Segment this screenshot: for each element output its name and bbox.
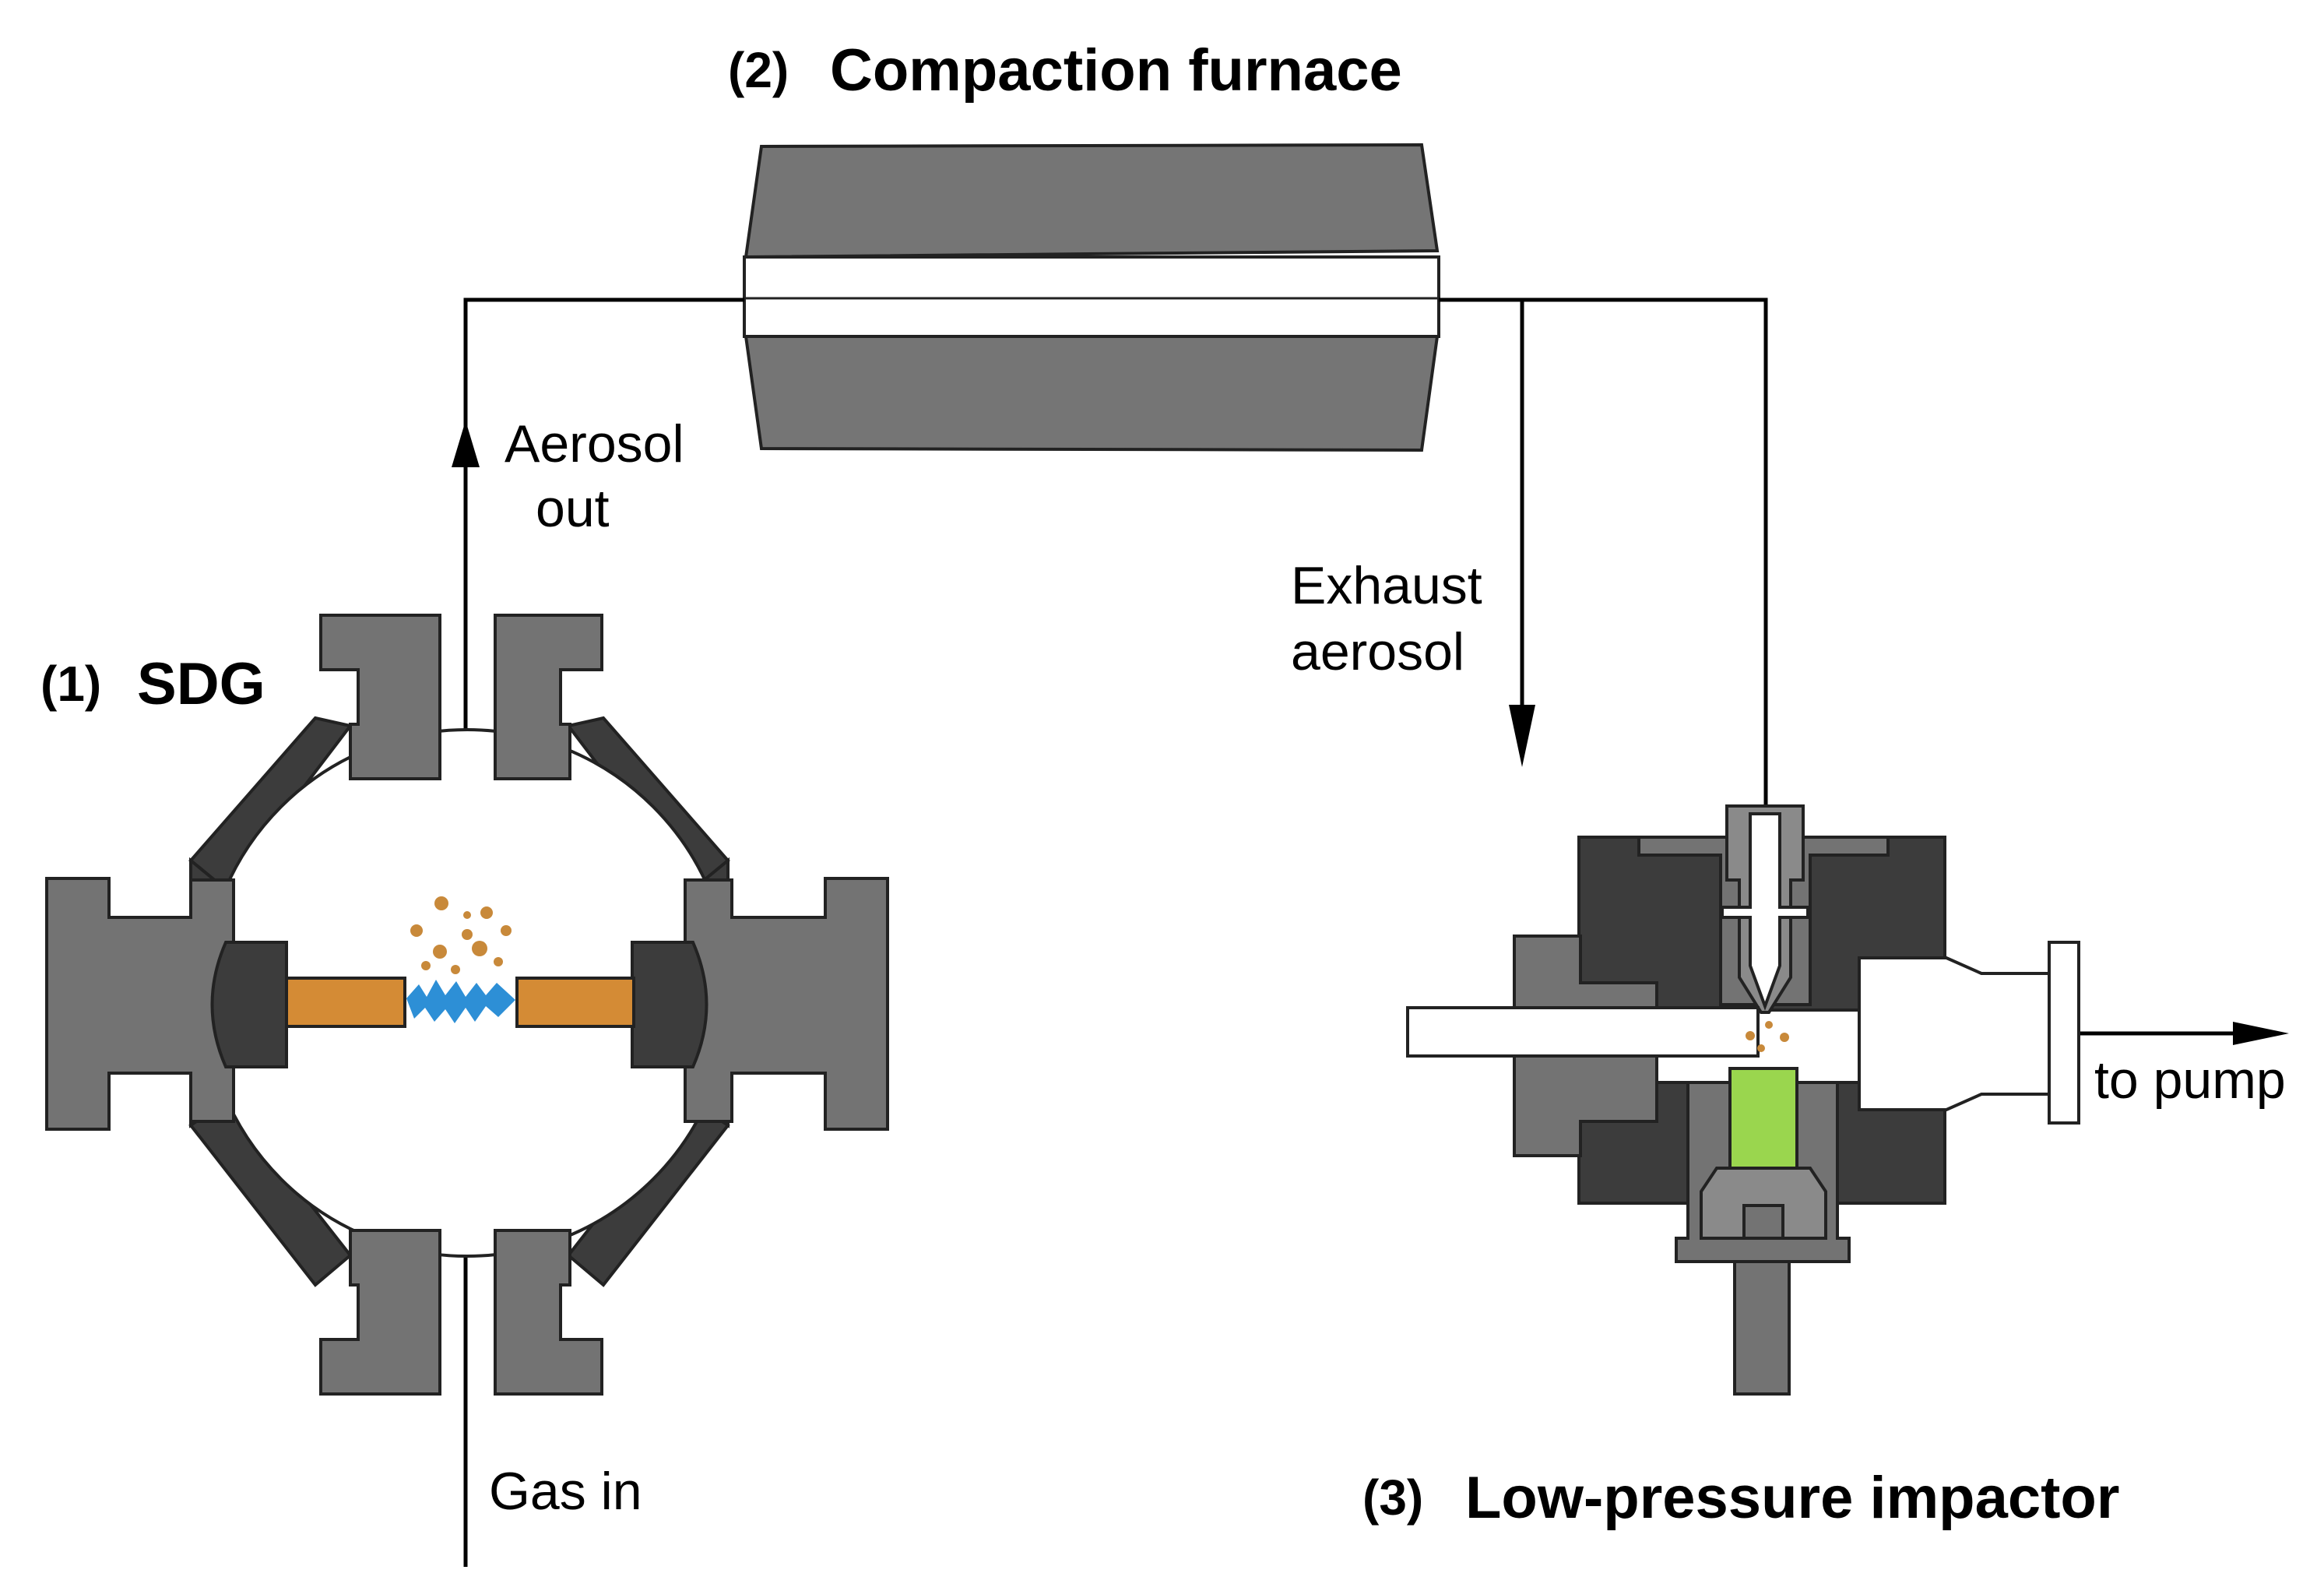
exhaust-label-line1: Exhaust [1291, 556, 1482, 615]
impactor-outlet-fitting [1858, 956, 2069, 1111]
to-pump-label: to pump [2094, 1051, 2286, 1110]
aerosol-out-label-line2: out [536, 479, 610, 538]
furnace-top-block [744, 143, 1440, 259]
sdg-right-electrode [515, 977, 635, 1028]
impactor-title: Low-pressure impactor [1465, 1465, 2119, 1531]
sdg-title: SDG [137, 651, 265, 717]
aerosol-out-line [463, 297, 744, 763]
aerosol-out-arrow-icon [452, 421, 480, 467]
impactor-stem-slot [1742, 1204, 1784, 1240]
aerosol-out-label-line1: Aerosol [505, 414, 684, 473]
furnace-tube [743, 255, 1440, 338]
gas-in-label: Gas in [489, 1462, 642, 1521]
furnace-number: (2) [728, 42, 789, 98]
furnace-bottom-block [744, 335, 1440, 452]
sdg-number: (1) [40, 656, 101, 712]
spark-icon [406, 980, 515, 1023]
spark-discharge-generator [45, 614, 889, 1396]
sdg-top-right-flange [494, 614, 603, 780]
impactor-number: (3) [1362, 1470, 1423, 1526]
sdg-left-electrode [285, 977, 406, 1028]
impactor-substrate [1728, 1067, 1798, 1173]
sdg-top-left-flange [319, 614, 441, 780]
to-pump-arrow-icon [2233, 1022, 2289, 1045]
sdg-right-electrode-holder [631, 941, 708, 1068]
exhaust-label-line2: aerosol [1291, 622, 1464, 681]
impactor-outlet-flange [2048, 941, 2080, 1125]
labels: (2) Compaction furnace (1) SDG Aerosol o… [40, 37, 2286, 1531]
compaction-furnace [743, 143, 1440, 452]
sdg-particles [410, 896, 512, 974]
sdg-bottom-left-flange [319, 1229, 441, 1396]
sdg-left-flange [45, 877, 235, 1131]
impactor-stem [1733, 1260, 1791, 1396]
exhaust-arrow-icon [1509, 705, 1535, 767]
low-pressure-impactor [1406, 804, 2080, 1396]
impactor-nozzle-bore [1721, 812, 1809, 1011]
sdg-bottom-right-flange [494, 1229, 603, 1396]
impactor-inlet-tube [1406, 1006, 1760, 1058]
impactor-substrate-clamp [1700, 1167, 1827, 1240]
furnace-title: Compaction furnace [830, 37, 1402, 104]
impactor-particles [1746, 1021, 1789, 1052]
spark-discharge [406, 980, 515, 1023]
sdg-right-flange [684, 877, 889, 1131]
furnace-to-impactor-line [1439, 297, 1768, 872]
sdg-left-electrode-holder [210, 941, 288, 1068]
